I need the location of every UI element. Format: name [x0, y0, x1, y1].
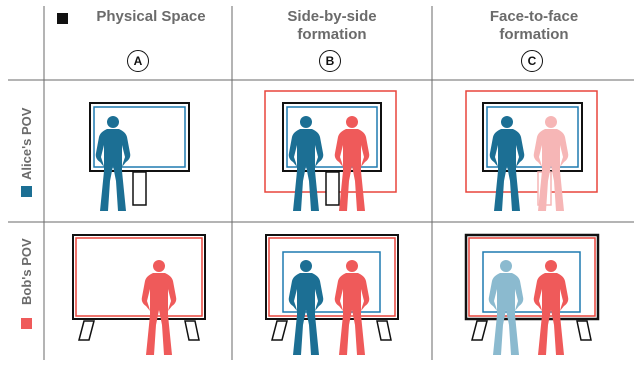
column-header-b-line-1: Side-by-side: [232, 8, 432, 26]
column-header-b: Side-by-side formation: [232, 8, 432, 44]
cell-c-bob: [466, 235, 598, 355]
display-leg-left: [79, 321, 94, 340]
cell-b-alice: [265, 91, 396, 211]
cell-a-alice: [90, 103, 189, 211]
column-badge-a: A: [127, 50, 149, 72]
column-header-c-line-1: Face-to-face: [432, 8, 636, 26]
physical-stand: [133, 172, 146, 205]
physical-display-outer: [266, 235, 398, 319]
alice-figure: [490, 116, 525, 211]
bob-figure: [335, 116, 370, 211]
row-label-alice: Alice's POV: [19, 108, 34, 180]
display-leg-right: [577, 321, 591, 340]
display-leg-right: [185, 321, 199, 340]
bob-legend-square: [21, 318, 32, 329]
column-badge-c: C: [521, 50, 543, 72]
column-header-a: Physical Space: [70, 8, 232, 26]
column-badge-b: B: [319, 50, 341, 72]
cell-c-alice: [466, 91, 597, 211]
column-header-c-line-2: formation: [432, 26, 636, 44]
physical-display-outer: [73, 235, 205, 319]
row-label-bob: Bob's POV: [19, 238, 34, 305]
physical-stand: [326, 172, 339, 205]
physical-legend-square: [57, 13, 68, 24]
column-header-b-line-2: formation: [232, 26, 432, 44]
alice-legend-square: [21, 186, 32, 197]
cell-b-bob: [266, 235, 398, 355]
column-header-a-line-1: Physical Space: [70, 8, 232, 26]
display-leg-left: [272, 321, 287, 340]
cell-a-bob: [73, 235, 205, 355]
display-leg-right: [377, 321, 391, 340]
physical-display-outer: [466, 235, 598, 319]
alice-figure: [289, 116, 324, 211]
column-header-c: Face-to-face formation: [432, 8, 636, 44]
display-leg-left: [472, 321, 487, 340]
